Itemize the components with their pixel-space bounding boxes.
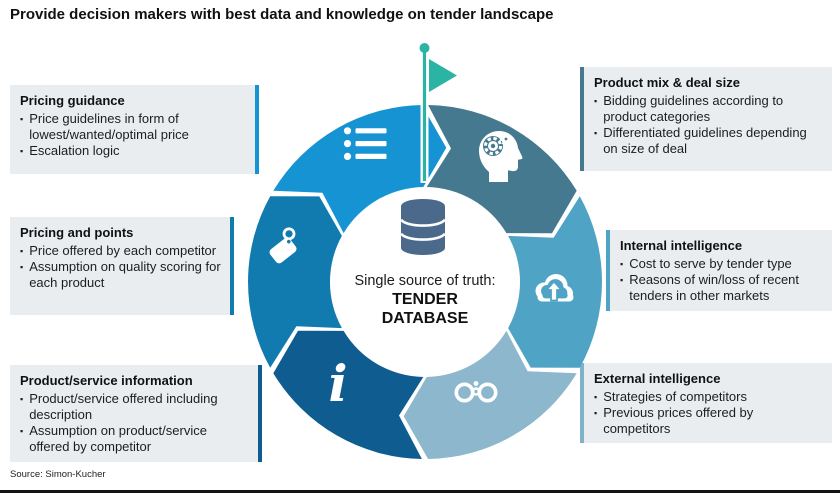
bullet-list: ▪ Strategies of competitors ▪ Previous pri… — [594, 389, 820, 437]
bullet-marker: ▪ — [20, 394, 24, 404]
accent-bar — [606, 230, 610, 311]
box-title: External intelligence — [594, 371, 721, 386]
bullet-marker: ▪ — [20, 262, 24, 272]
bullet-marker: ▪ — [594, 96, 598, 106]
bullet-list: ▪ Price guidelines in form of lowest/want… — [20, 111, 247, 159]
hub-text: Single source of truth: TENDER DATABASE — [305, 272, 545, 328]
segment-price-tag — [248, 196, 342, 368]
bullet-text: Price guidelines in form of lowest/wante… — [29, 111, 189, 142]
bullet-marker: ▪ — [594, 408, 598, 418]
bullet-marker: ▪ — [20, 146, 24, 156]
bullet-list: ▪ Cost to serve by tender type ▪ Reasons o… — [620, 256, 820, 304]
bullet-text: Product/service offered including descri… — [29, 391, 218, 422]
bullet-text: Reasons of win/loss of recent tenders in… — [629, 272, 800, 303]
list-item: ▪ Reasons of win/loss of recent tenders i… — [620, 272, 820, 304]
accent-bar — [230, 217, 234, 315]
accent-bar — [255, 85, 259, 174]
list-item: ▪ Cost to serve by tender type — [620, 256, 820, 272]
list-item: ▪ Escalation logic — [20, 143, 247, 159]
bullet-text: Previous prices offered by competitors — [603, 405, 754, 436]
bottom-rule — [0, 490, 840, 493]
segment-binoculars — [403, 330, 577, 459]
box-title: Pricing and points — [20, 225, 134, 240]
flag-icon — [419, 43, 457, 183]
accent-bar — [580, 67, 584, 171]
box-product-mix-deal-size: Product mix & deal size ▪ Bidding guideli… — [580, 67, 832, 171]
box-title: Product/service information — [20, 373, 193, 388]
box-pricing-guidance: Pricing guidance ▪ Price guidelines in fo… — [10, 85, 259, 174]
list-item: ▪ Product/service offered including descr… — [20, 391, 250, 423]
cloud-upload-icon — [535, 274, 574, 302]
bullet-marker: ▪ — [620, 275, 624, 285]
bullet-marker: ▪ — [594, 392, 598, 402]
box-product-service-information: Product/service information ▪ Product/ser… — [10, 365, 262, 462]
list-item: ▪ Previous prices offered by competitors — [594, 405, 820, 437]
bullet-marker: ▪ — [20, 246, 24, 256]
box-internal-intelligence: Internal intelligence ▪ Cost to serve by … — [606, 230, 832, 311]
bullet-marker: ▪ — [594, 128, 598, 138]
box-title: Pricing guidance — [20, 93, 125, 108]
box-title: Internal intelligence — [620, 238, 743, 253]
info-icon: i — [329, 354, 348, 413]
bullet-text: Price offered by each competitor — [29, 243, 217, 258]
bullet-text: Bidding guidelines according to product … — [603, 93, 784, 124]
bullet-text: Assumption on quality scoring for each p… — [29, 259, 221, 290]
bullet-list: ▪ Product/service offered including descr… — [20, 391, 250, 455]
bullet-text: Differentiated guidelines depending on s… — [603, 125, 807, 156]
bullet-marker: ▪ — [20, 426, 24, 436]
list-item: ▪ Differentiated guidelines depending on … — [594, 125, 820, 157]
hub-title-line1: TENDER — [392, 291, 458, 308]
box-title: Product mix & deal size — [594, 75, 740, 90]
bullet-marker: ▪ — [620, 259, 624, 269]
list-item: ▪ Price guidelines in form of lowest/want… — [20, 111, 247, 143]
tender-cycle-wheel: i — [248, 43, 602, 459]
bullet-text: Strategies of competitors — [603, 389, 747, 404]
bullet-list-icon — [343, 127, 387, 160]
binoculars-icon — [454, 381, 498, 403]
segment-bullet-list — [273, 105, 447, 234]
svg-text:i: i — [329, 354, 348, 413]
list-item: ▪ Price offered by each competitor — [20, 243, 222, 259]
bullet-text: Assumption on product/service offered by… — [29, 423, 207, 454]
segment-info — [273, 330, 424, 459]
accent-bar — [580, 363, 584, 443]
bullet-marker: ▪ — [20, 114, 24, 124]
page-title: Provide decision makers with best data a… — [10, 6, 554, 23]
accent-bar — [258, 365, 262, 462]
bullet-text: Cost to serve by tender type — [629, 256, 792, 271]
box-external-intelligence: External intelligence ▪ Strategies of com… — [580, 363, 832, 443]
database-icon — [400, 199, 446, 255]
list-item: ▪ Assumption on quality scoring for each … — [20, 259, 222, 291]
hub-label: Single source of truth: — [354, 273, 496, 289]
bullet-text: Escalation logic — [29, 143, 120, 158]
hub-title-line2: DATABASE — [381, 310, 469, 327]
head-gears-icon — [479, 131, 523, 182]
source-note: Source: Simon-Kucher — [10, 469, 106, 480]
bullet-list: ▪ Bidding guidelines according to product… — [594, 93, 820, 157]
list-item: ▪ Bidding guidelines according to product… — [594, 93, 820, 125]
box-pricing-and-points: Pricing and points ▪ Price offered by eac… — [10, 217, 234, 315]
bullet-list: ▪ Price offered by each competitor ▪ Assum… — [20, 243, 222, 291]
price-tag-icon — [269, 227, 297, 264]
list-item: ▪ Strategies of competitors — [594, 389, 820, 405]
list-item: ▪ Assumption on product/service offered b… — [20, 423, 250, 455]
